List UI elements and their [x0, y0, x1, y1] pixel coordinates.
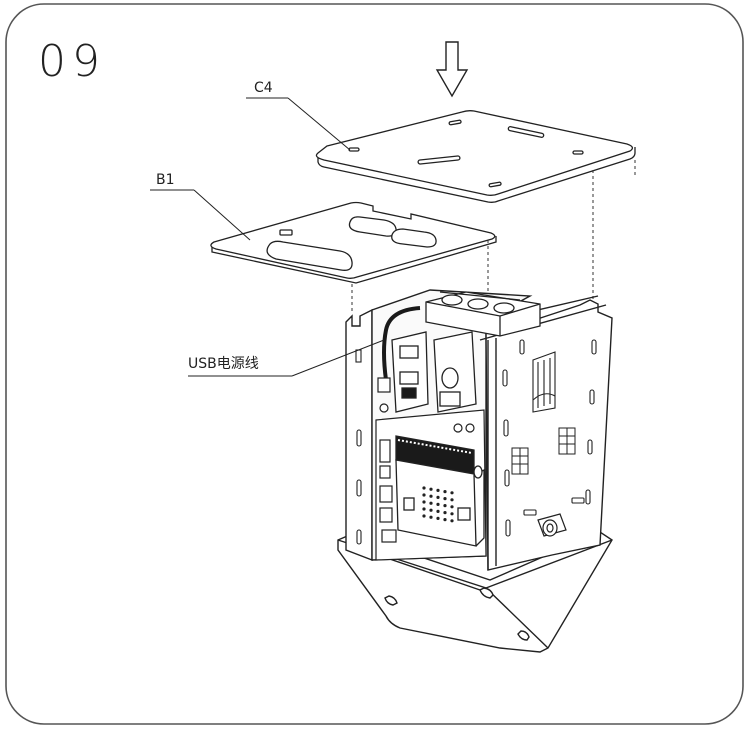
usb-cable [377, 306, 421, 393]
led-dot [429, 508, 433, 512]
right-wall-slots [502, 339, 597, 537]
label-b1: B1 [156, 172, 175, 188]
led-dot [422, 514, 426, 518]
led-dot [436, 502, 440, 506]
led-matrix [422, 486, 454, 523]
label-cable-leader [188, 339, 385, 377]
led-dot [450, 498, 454, 502]
left-wall-slots [355, 349, 362, 545]
led-dot [436, 509, 440, 513]
alignment-lines [351, 160, 636, 312]
led-dot [443, 518, 447, 522]
led-dot [422, 507, 426, 511]
led-dot [422, 493, 426, 497]
led-dot [429, 487, 433, 491]
battery-holder [425, 291, 541, 337]
motor-right [433, 331, 477, 413]
led-dot [436, 516, 440, 521]
led-dot [443, 490, 447, 494]
label-usb-cable: USB电源线 [188, 356, 259, 372]
base-plate [337, 531, 613, 653]
led-dot [422, 500, 426, 504]
label-c4-leader [246, 97, 351, 151]
label-c4: C4 [254, 80, 273, 96]
led-dot [429, 494, 433, 498]
down-arrow-icon [435, 41, 469, 98]
label-b1-leader [150, 189, 251, 241]
plate-c4 [315, 110, 636, 203]
led-dot [450, 505, 454, 509]
motor-left [391, 331, 429, 413]
controller-board [395, 435, 485, 547]
step-number: 09 [38, 36, 106, 87]
led-dot [436, 488, 440, 492]
knob [537, 513, 567, 537]
led-dot [429, 501, 433, 505]
led-dot [450, 512, 454, 516]
led-dot [443, 510, 447, 515]
led-dot [450, 491, 454, 495]
led-dot [436, 495, 440, 499]
led-dot [422, 486, 426, 490]
led-dot [443, 497, 447, 501]
led-dot [429, 515, 433, 519]
plate-b1 [210, 201, 497, 284]
led-dot [450, 519, 454, 523]
led-dot [443, 504, 447, 508]
